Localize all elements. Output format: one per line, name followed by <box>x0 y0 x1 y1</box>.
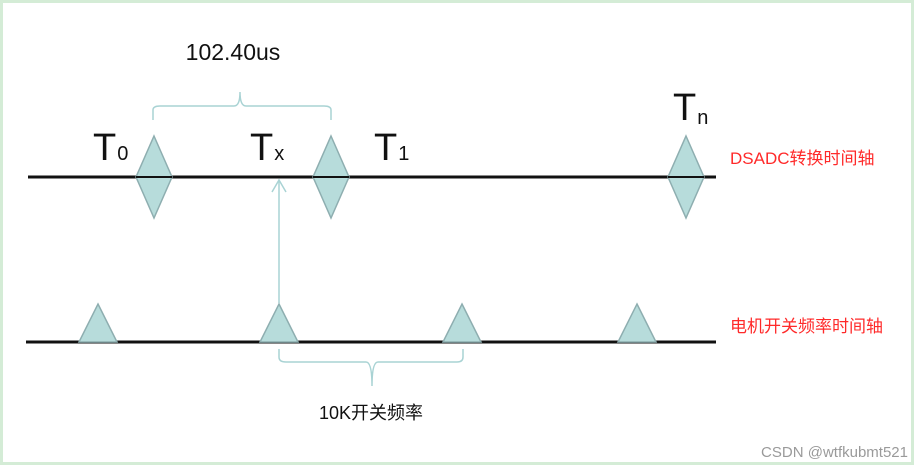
switching-marker <box>77 302 119 343</box>
watermark-text: CSDN @wtfkubmt521 <box>761 444 908 461</box>
switching-marker <box>441 302 483 343</box>
marker-label-t1: T1 <box>374 127 409 169</box>
interval-brace-bottom <box>278 349 464 387</box>
interval-label-bottom: 10K开关频率 <box>319 403 423 423</box>
arrow-head-icon <box>271 178 287 193</box>
marker-label-tn: Tn <box>673 87 708 129</box>
switching-marker <box>616 302 658 343</box>
switching-marker <box>258 302 300 343</box>
interval-brace-top <box>152 91 332 120</box>
marker-label-t0: T0 <box>93 127 128 169</box>
motor-axis-label: 电机开关频率时间轴 <box>730 317 883 336</box>
interval-label-top: 102.40us <box>186 39 281 65</box>
dsadc-axis-label: DSADC转换时间轴 <box>730 149 875 168</box>
marker-label-tx: Tx <box>250 127 284 169</box>
